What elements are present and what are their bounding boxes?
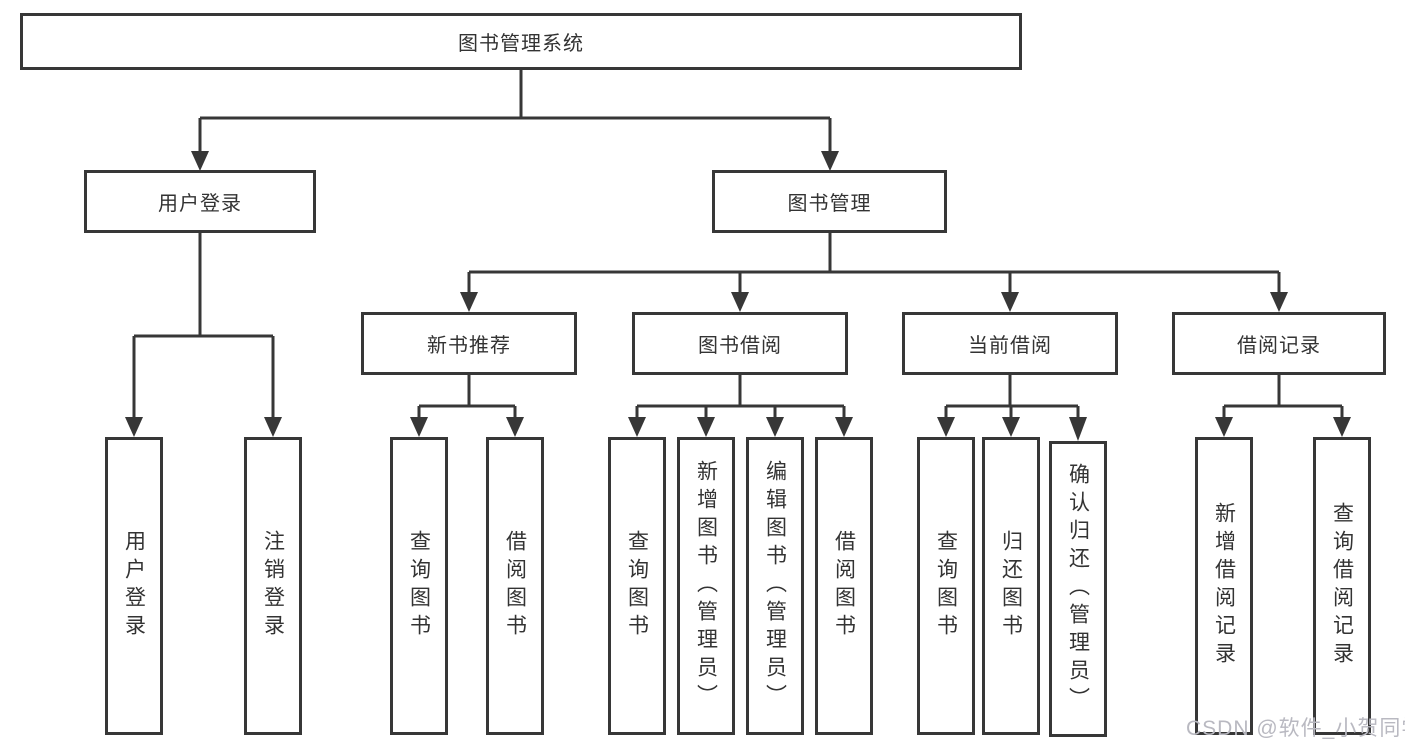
node-label: 当前借阅 — [968, 335, 1052, 357]
node-label: 新增图书（管理员） — [694, 460, 718, 712]
csdn-watermark: CSDN @软件_小贺同学 — [1186, 717, 1405, 740]
leaf-user-login: 用户登录 — [105, 437, 163, 735]
leaf-return-book: 归还图书 — [982, 437, 1040, 735]
leaf-query-books-borrow: 查询图书 — [608, 437, 666, 735]
leaf-confirm-return-admin: 确认归还（管理员） — [1049, 441, 1107, 737]
node-label: 新增借阅记录 — [1212, 502, 1236, 670]
leaf-query-books-recommend: 查询图书 — [390, 437, 448, 735]
leaf-add-borrow-record: 新增借阅记录 — [1195, 437, 1253, 735]
node-label: 借阅图书 — [503, 530, 527, 642]
node-book-borrow: 图书借阅 — [632, 312, 848, 375]
node-label: 借阅图书 — [832, 530, 856, 642]
node-label: 查询图书 — [625, 530, 649, 642]
node-label: 确认归还（管理员） — [1066, 463, 1090, 715]
node-label: 图书管理 — [787, 193, 872, 215]
leaf-add-book-admin: 新增图书（管理员） — [677, 437, 735, 735]
node-user-login: 用户登录 — [84, 170, 316, 233]
node-label: 新书推荐 — [427, 335, 511, 357]
node-book-management: 图书管理 — [712, 170, 947, 233]
leaf-query-borrow-record: 查询借阅记录 — [1313, 437, 1371, 735]
leaf-logout: 注销登录 — [244, 437, 302, 735]
node-label: 查询图书 — [934, 530, 958, 642]
node-label: 用户登录 — [158, 193, 242, 215]
node-borrow-records: 借阅记录 — [1172, 312, 1386, 375]
node-label: 图书借阅 — [698, 335, 782, 357]
leaf-borrow-books-recommend: 借阅图书 — [486, 437, 544, 735]
leaf-query-books-current: 查询图书 — [917, 437, 975, 735]
node-label: 查询图书 — [407, 530, 431, 642]
node-label: 归还图书 — [999, 530, 1023, 642]
leaf-borrow-books: 借阅图书 — [815, 437, 873, 735]
node-label: 注销登录 — [261, 530, 285, 642]
leaf-edit-book-admin: 编辑图书（管理员） — [746, 437, 804, 735]
arrowheads — [125, 151, 1351, 441]
node-label: 图书管理系统 — [458, 33, 584, 55]
node-label: 借阅记录 — [1237, 335, 1321, 357]
node-root-system: 图书管理系统 — [20, 13, 1022, 70]
node-label: 用户登录 — [122, 530, 146, 642]
node-label: 查询借阅记录 — [1330, 502, 1354, 670]
node-current-borrow: 当前借阅 — [902, 312, 1118, 375]
node-new-book-recommend: 新书推荐 — [361, 312, 577, 375]
node-label: 编辑图书（管理员） — [763, 460, 787, 712]
